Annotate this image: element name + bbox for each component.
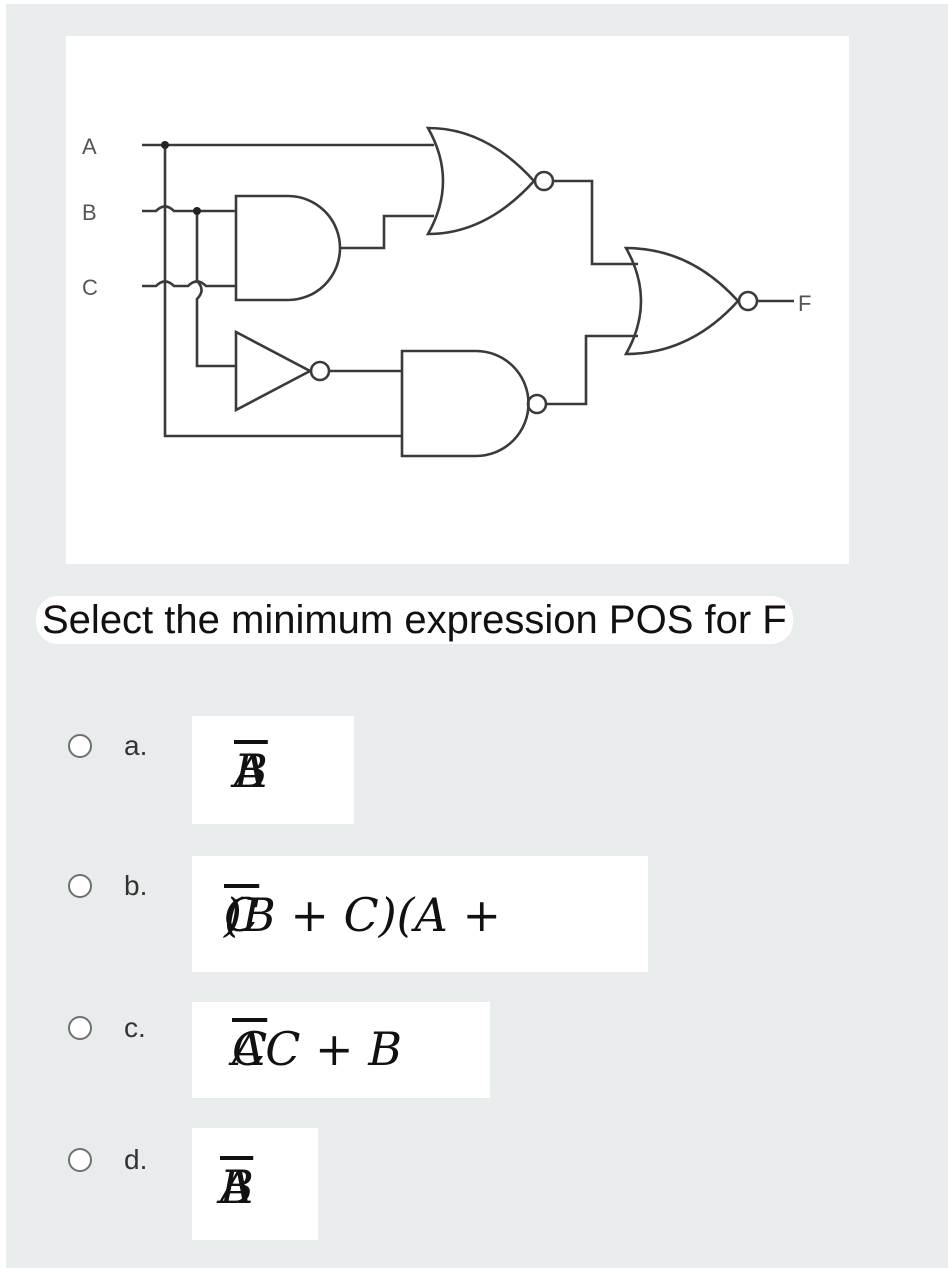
junction-b [193, 207, 201, 215]
wire-a-down [163, 145, 402, 438]
logic-circuit-svg: A B C F [82, 126, 811, 458]
question-text: Select the minimum expression POS for F [36, 596, 793, 644]
radio-option-c[interactable] [68, 1016, 92, 1040]
wire-b-down [195, 211, 236, 368]
nand-bubble [526, 393, 548, 415]
wire-nor-top-out [553, 179, 638, 266]
circuit-diagram: A B C F [66, 36, 849, 564]
input-label-a: A [82, 134, 97, 159]
and-gate [234, 194, 342, 302]
radio-option-d[interactable] [68, 1148, 92, 1172]
option-c-letter: c. [124, 1012, 146, 1043]
option-b-letter: b. [124, 870, 148, 901]
not-bubble [309, 360, 331, 382]
quiz-page: A B C F Select the minimum expression PO… [6, 4, 948, 1268]
nor-final-bubble [737, 290, 759, 312]
wire-nand-out [546, 334, 638, 406]
radio-option-b[interactable] [68, 874, 92, 898]
option-d-letter: d. [124, 1144, 148, 1175]
wire-and-out [340, 214, 434, 250]
junction-a [161, 141, 169, 149]
not-gate [234, 329, 313, 413]
input-label-b: B [82, 200, 97, 225]
wire-c [142, 280, 236, 288]
input-label-c: C [82, 275, 98, 300]
nand-gate [400, 349, 530, 458]
radio-option-a[interactable] [68, 734, 92, 758]
option-b-expression[interactable]: (B + C)(A + C) [192, 856, 648, 972]
option-a-letter: a. [124, 730, 148, 761]
wire-b [142, 205, 236, 213]
nor-gate-final [623, 246, 740, 356]
output-label-f: F [798, 291, 811, 316]
nor-gate-top [425, 126, 536, 236]
nor-top-bubble [533, 170, 555, 192]
